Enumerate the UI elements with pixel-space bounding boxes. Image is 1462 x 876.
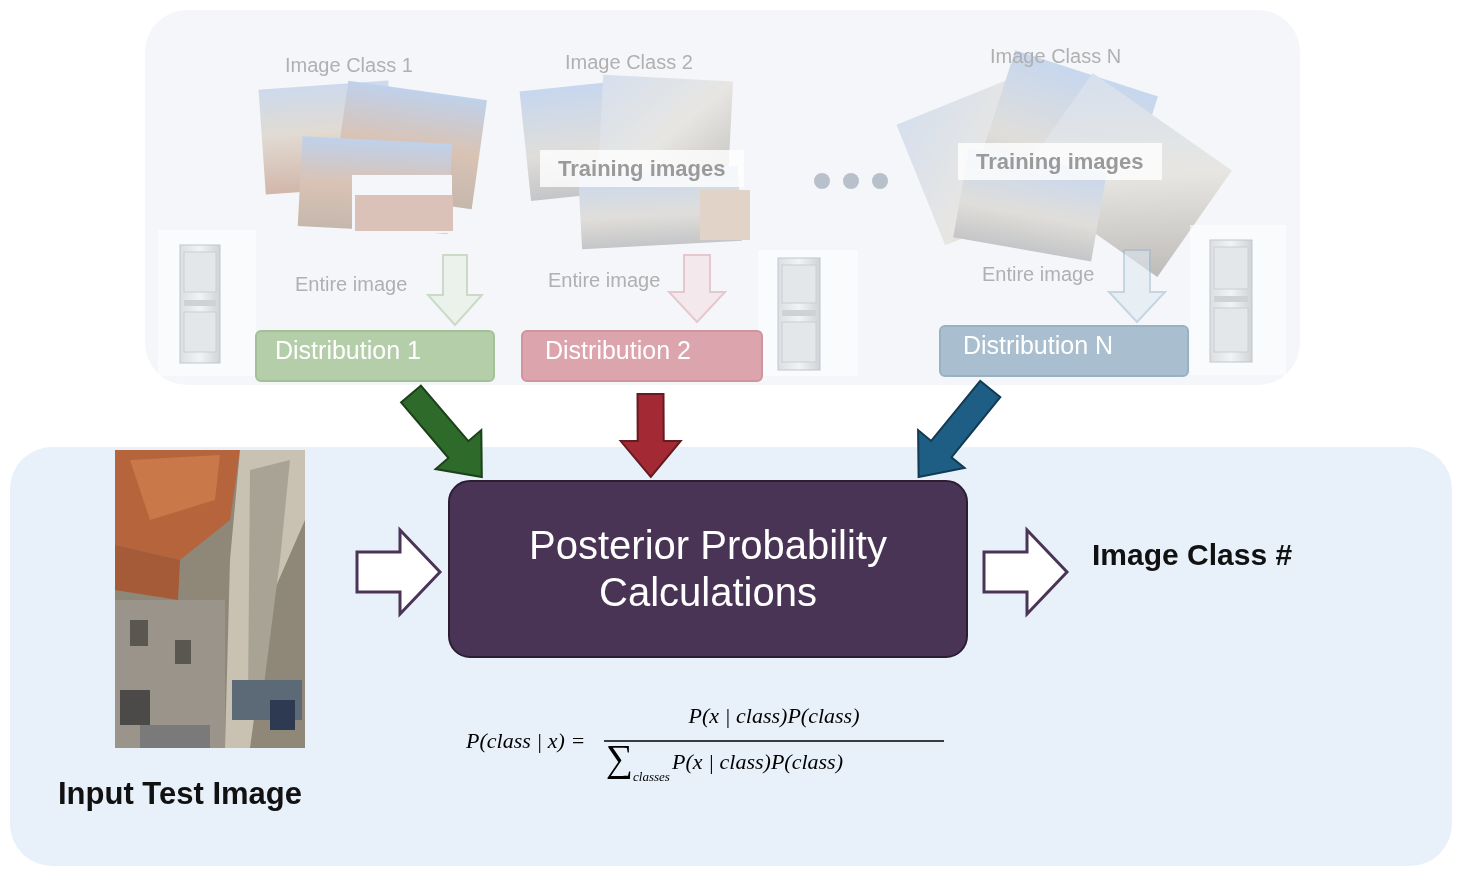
- class-label: Image Class N: [990, 45, 1121, 68]
- training-label: Training images: [958, 143, 1162, 180]
- distribution-box: Distribution 2: [521, 330, 763, 382]
- class-label: Image Class 1: [285, 54, 413, 77]
- node-text: Distribution N: [963, 331, 1113, 361]
- training-photos: [259, 50, 1232, 277]
- node-text: Posterior Probability Calculations: [490, 522, 926, 616]
- formula-numerator: P(x | class)P(class): [604, 703, 944, 728]
- fraction-bar: [604, 740, 944, 742]
- formula-subscript: classes: [633, 770, 670, 785]
- entire-image-arrows: [428, 250, 1165, 325]
- node-text: Distribution 2: [545, 336, 691, 366]
- block-arrow: [918, 381, 1000, 477]
- ellipsis-dots: [814, 173, 888, 189]
- formula-denominator: P(x | class)P(class): [672, 749, 843, 774]
- formula-sum: ∑: [606, 737, 633, 781]
- distribution-box: Distribution N: [939, 325, 1189, 377]
- process-box: Posterior Probability Calculations: [448, 480, 968, 658]
- distribution-box: Distribution 1: [255, 330, 495, 382]
- step-label: Entire image: [982, 263, 1094, 286]
- input-label: Input Test Image: [58, 776, 302, 812]
- formula-lhs: P(class | x) =: [466, 728, 585, 753]
- training-label: Training images: [540, 150, 744, 187]
- step-label: Entire image: [295, 273, 407, 296]
- node-text: Distribution 1: [275, 336, 421, 366]
- block-arrow: [621, 394, 681, 477]
- class-label: Image Class 2: [565, 51, 693, 74]
- test-image: [115, 450, 305, 748]
- step-label: Entire image: [548, 269, 660, 292]
- input-arrow: [357, 530, 440, 614]
- output-arrow: [984, 530, 1067, 614]
- test-panel: [10, 447, 1452, 866]
- training-panel: [145, 10, 1300, 385]
- block-arrow: [401, 386, 482, 477]
- output-label: Image Class #: [1092, 538, 1292, 573]
